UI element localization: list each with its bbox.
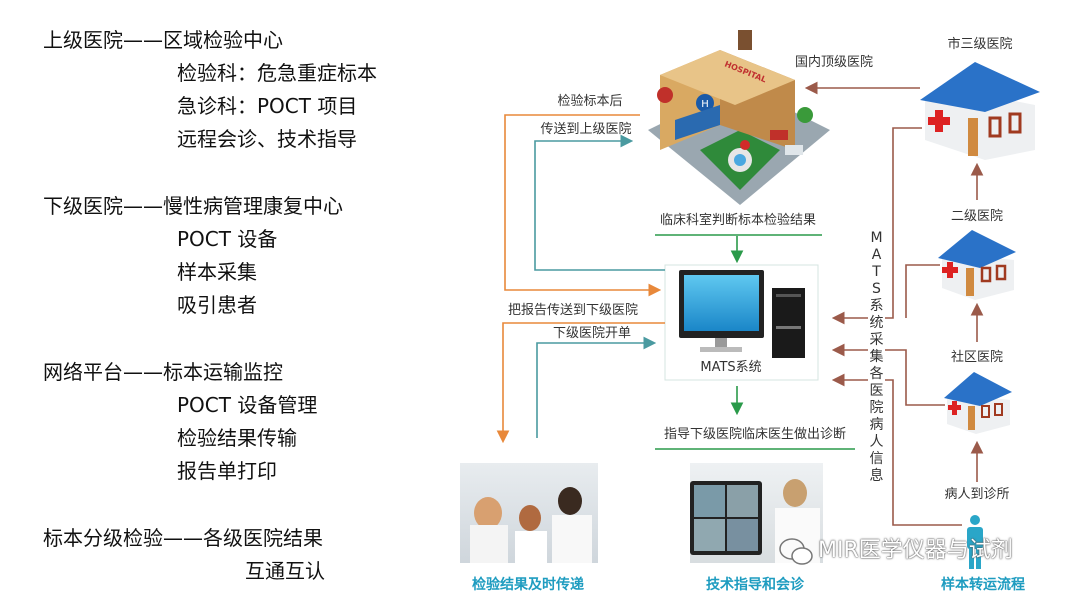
caption-guidance: 技术指导和会诊 <box>706 577 804 593</box>
svg-text:H: H <box>701 99 709 110</box>
group-item: 样本采集 <box>177 260 257 284</box>
send-up-label-2: 传送到上级医院 <box>540 122 632 137</box>
city-hospital-house-icon <box>920 62 1040 160</box>
watermark: MIR医学仪器与试剂 <box>818 538 1013 563</box>
group-item: 远程会诊、技术指导 <box>177 127 357 151</box>
group-head-upper: 上级医院——区域检验中心 <box>43 28 283 52</box>
city-hospital-label: 市三级医院 <box>947 37 1013 52</box>
computer-icon <box>679 270 805 358</box>
group-head-grading: 标本分级检验——各级医院结果 <box>43 526 323 550</box>
send-up-label-1: 检验标本后 <box>557 94 623 109</box>
patient-label: 病人到诊所 <box>944 487 1010 502</box>
orange-arrow-send-report <box>496 322 665 444</box>
secondary-hospital-house-icon <box>938 230 1016 300</box>
mats-collect-vertical-label: MATS系统采集各医院病人信息 <box>868 230 885 485</box>
patient-person-icon <box>967 515 983 569</box>
secondary-hospital-label: 二级医院 <box>950 209 1004 224</box>
caption-transport: 样本转运流程 <box>941 577 1025 593</box>
group-item: 检验结果传输 <box>177 426 297 450</box>
group-item: 吸引患者 <box>177 293 257 317</box>
community-hospital-house-icon <box>944 372 1012 434</box>
group-item: POCT 设备 <box>177 227 278 251</box>
community-hospital-label: 社区医院 <box>950 350 1004 365</box>
caption-results: 检验结果及时传递 <box>472 577 584 593</box>
group-item: 检验科：危急重症标本 <box>177 61 377 85</box>
group-item: POCT 设备管理 <box>177 393 318 417</box>
teal-arrow-lower-order <box>536 336 657 438</box>
group-head-network: 网络平台——标本运输监控 <box>43 360 283 384</box>
teal-arrow-to-top-hospital <box>534 134 665 271</box>
lower-order-label: 下级医院开单 <box>552 326 632 341</box>
top-hospital-illustration: H HOSPITAL <box>648 30 830 205</box>
wechat-icon <box>779 538 813 565</box>
send-report-label: 把报告传送到下级医院 <box>507 303 639 318</box>
clinical-judge-label: 临床科室判断标本检验结果 <box>659 213 817 228</box>
group-head-lower: 下级医院——慢性病管理康复中心 <box>43 194 343 218</box>
mats-system-label: MATS系统 <box>700 360 762 375</box>
group-item: 急诊科：POCT 项目 <box>177 94 358 118</box>
guide-label: 指导下级医院临床医生做出诊断 <box>663 427 847 442</box>
orange-arrow-send-up <box>504 114 662 297</box>
consultation-photo <box>690 463 823 563</box>
top-hospital-label: 国内顶级医院 <box>794 55 874 70</box>
group-item: 报告单打印 <box>177 459 277 483</box>
results-photo <box>460 463 598 563</box>
group-item: 互通互认 <box>245 559 325 583</box>
